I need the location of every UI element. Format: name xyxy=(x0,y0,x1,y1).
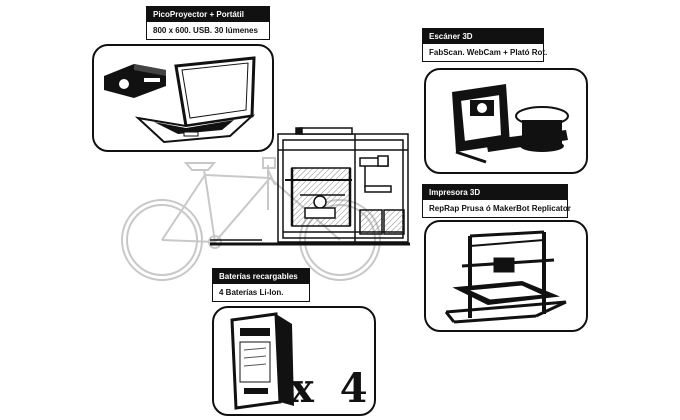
battery-icon xyxy=(230,312,294,410)
projector-title: PicoProyector + Portátil xyxy=(147,7,269,22)
projector-panel xyxy=(92,44,274,152)
projector-detail: 800 x 600. USB. 30 lúmenes xyxy=(153,26,258,35)
projector-icon xyxy=(104,64,166,98)
scanner-title: Escáner 3D xyxy=(423,29,543,44)
scanner-callout: Escáner 3D FabScan. WebCam + Plató Rot. xyxy=(422,28,548,62)
projector-callout: PicoProyector + Portátil 800 x 600. USB.… xyxy=(146,6,270,40)
printer-panel xyxy=(424,220,588,332)
cargo-box-icon xyxy=(277,127,409,243)
printer-title: Impresora 3D xyxy=(423,185,567,200)
printer-callout: Impresora 3D RepRap Prusa ó MakerBot Rep… xyxy=(422,184,571,218)
laptop-icon xyxy=(134,56,256,144)
printer-detail: RepRap Prusa ó MakerBot Replicator xyxy=(429,204,571,213)
scanner-icon xyxy=(452,84,569,164)
scanner-panel xyxy=(424,68,588,174)
batteries-title: Baterías recargables xyxy=(213,269,309,284)
scanner-detail: FabScan. WebCam + Plató Rot. xyxy=(429,48,548,57)
printer-icon xyxy=(444,230,567,324)
bicycle-icon xyxy=(121,157,381,281)
batteries-detail: 4 Baterías Li-Ion. xyxy=(219,288,284,297)
batteries-callout: Baterías recargables 4 Baterías Li-Ion. xyxy=(212,268,310,302)
battery-quantity: x 4 xyxy=(290,365,374,412)
batteries-panel xyxy=(212,306,376,416)
